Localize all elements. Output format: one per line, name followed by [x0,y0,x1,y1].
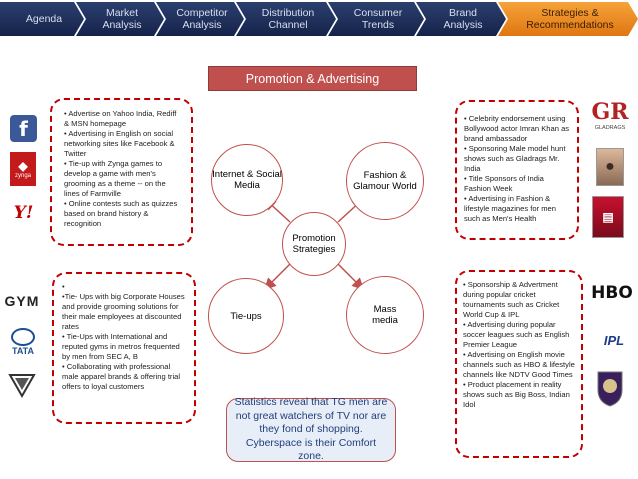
list-item: • Sponsorship & Advertment during popula… [463,280,560,319]
list-item: •Tie- Ups with big Corporate Houses and … [62,292,185,331]
gladrags-logo: GR GLADRAGS [591,99,629,131]
yahoo-logo: Y! [13,202,34,223]
list-item: • Tie-up with Zynga games to develop a g… [64,159,166,198]
nav-distribution-channel[interactable]: Distribution Channel [236,2,336,36]
v-emblem-icon [8,374,36,398]
celebrity-photo: ● [596,148,624,186]
mass-media-node: Mass media [346,276,424,354]
tieups-strategy-box: • •Tie- Ups with big Corporate Houses an… [52,272,196,424]
tata-logo: TATA [3,325,43,359]
statistics-callout: Statistics reveal that TG men are not gr… [226,396,396,462]
nav-market-analysis[interactable]: Market Analysis [76,2,164,36]
tieups-node: Tie-ups [208,278,284,354]
fashion-strategy-box: • Celebrity endorsement using Bollywood … [455,100,579,240]
internet-strategy-box: • Advertise on Yahoo India, Rediff & MSN… [50,98,193,246]
nav-consumer-trends[interactable]: Consumer Trends [328,2,424,36]
list-item: • Advertise on Yahoo India, Rediff & MSN… [64,109,177,128]
list-item: • Sponsoring Male model hunt shows such … [464,144,566,173]
section-title: Promotion & Advertising [208,66,417,91]
nav-agenda[interactable]: Agenda [0,2,84,36]
arrow-to-tieups [263,263,291,291]
list-item: • Celebrity endorsement using Bollywood … [464,114,570,143]
list-item: • Online contests such as quizzes based … [64,199,178,228]
ipl-logo: IPL [603,332,625,348]
premier-league-logo [592,368,628,408]
list-item: • Advertising on English movie channels … [463,350,575,379]
internet-node: Internet & Social Media [211,144,283,216]
arrow-to-mass [337,263,365,291]
nav-strategies-recommendations[interactable]: Strategies & Recommendations [498,2,638,36]
magazine-icon: ▤ [602,210,614,224]
facebook-logo: f [10,115,37,142]
nav-brand-analysis[interactable]: Brand Analysis [416,2,506,36]
list-item: • Advertising in Fashion & lifestyle mag… [464,194,557,223]
mens-health-cover: ▤ [592,196,624,238]
list-item: • [62,282,65,291]
fashion-node: Fashion & Glamour World [346,142,424,220]
top-navigation: Agenda Market Analysis Competitor Analys… [0,0,638,38]
list-item: • Product placement in reality shows suc… [463,380,570,409]
list-item: • Advertising during popular soccer leag… [463,320,570,349]
list-item: • Collaborating with professional male a… [62,362,181,391]
zynga-logo: ◆ zynga [10,152,36,186]
mass-media-strategy-box: • Sponsorship & Advertment during popula… [455,270,583,458]
van-heusen-logo [8,372,36,398]
zynga-dog-icon: ◆ [18,159,28,173]
nav-competitor-analysis[interactable]: Competitor Analysis [156,2,244,36]
center-node: Promotion Strategies [282,212,346,276]
list-item: • Title Sponsors of India Fashion Week [464,174,544,193]
gym-logo: GYM [4,293,40,309]
lion-crest-icon [597,371,623,407]
person-icon: ● [605,158,615,175]
list-item: • Tie-Ups with International and reputed… [62,332,180,361]
tata-emblem-icon [11,328,35,346]
hbo-logo: HBO [591,283,633,303]
list-item: • Advertising in English on social netwo… [64,129,175,158]
